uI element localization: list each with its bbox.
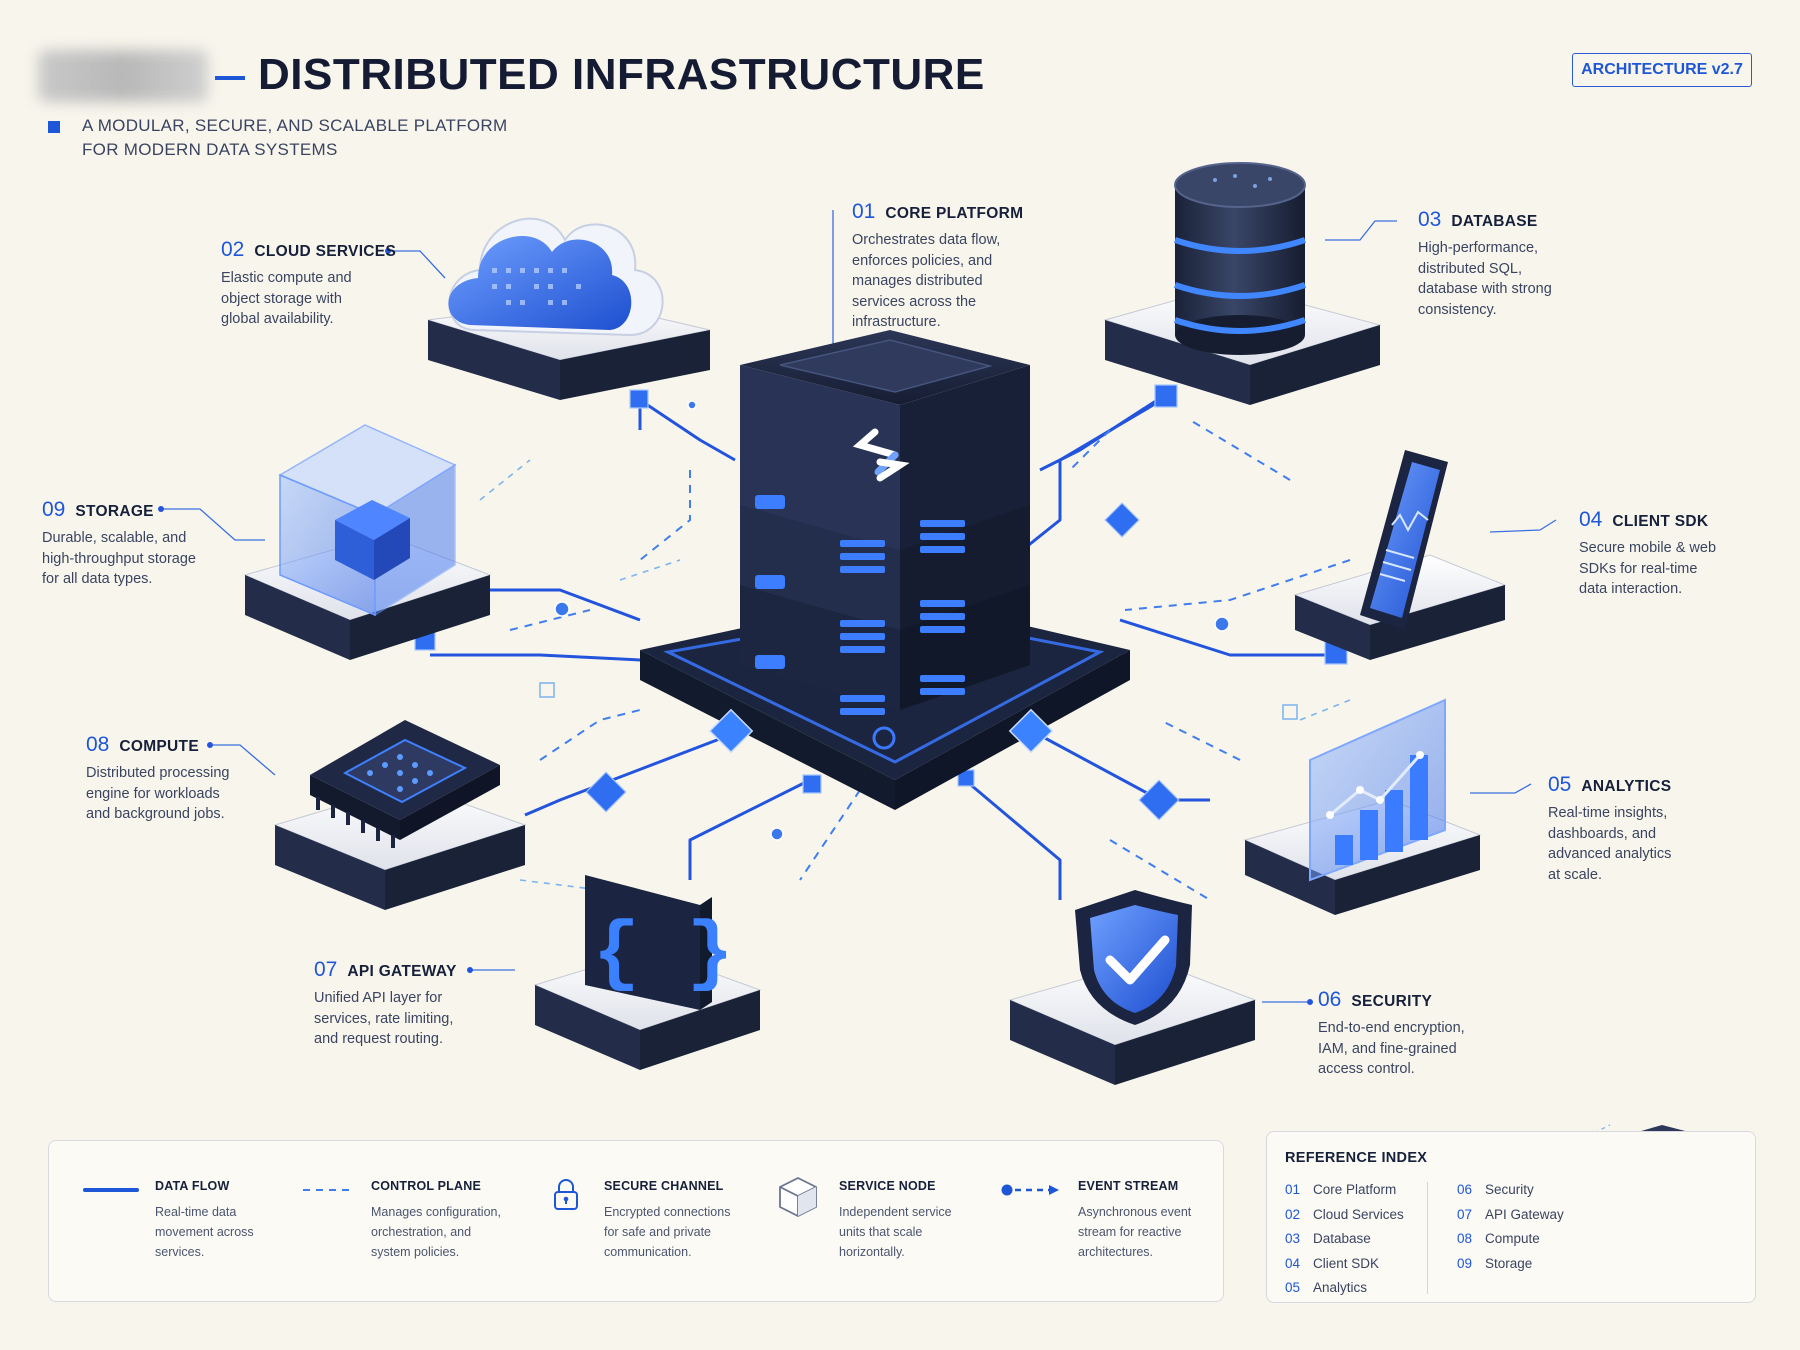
svg-text:{ }: { } [593,911,733,999]
client-sdk-node [1293,450,1507,660]
braces-icon: { } [585,875,733,1010]
cube-icon [779,1176,817,1218]
core-server-icon [852,428,910,482]
analytics-node [1243,698,1482,915]
data-flow-line-icon [83,1188,139,1192]
legend-item-control-plane: CONTROL PLANE Manages configuration, orc… [371,1179,501,1259]
security-node [1008,890,1257,1085]
title-dash [215,76,245,80]
shield-check-icon [1075,890,1192,1025]
api-gateway-node: { } [533,875,762,1070]
analytics-chart-icon [1309,698,1446,882]
lock-icon [554,1179,578,1210]
database-icon [1174,162,1306,355]
database-node [1103,162,1382,405]
reference-index-title: REFERENCE INDEX [1285,1150,1428,1166]
core-platform-node [640,330,1130,810]
page-subtitle: A MODULAR, SECURE, AND SCALABLE PLATFORM… [82,116,508,159]
control-plane-dashed-icon [303,1189,355,1191]
storage-node [243,424,492,660]
subtitle-marker [48,121,60,133]
reference-divider [1427,1182,1428,1294]
cloud-services-node [427,217,711,400]
legend-panel: DATA FLOW Real-time data movement across… [48,1140,1224,1302]
event-stream-icon [1001,1184,1059,1196]
cloud-icon [448,217,664,337]
phone-icon [1360,450,1448,630]
chip-icon [310,720,500,848]
legend-item-secure-channel: SECURE CHANNEL Encrypted connections for… [604,1179,731,1259]
compute-node [273,720,527,910]
cube-storage-icon [278,424,457,617]
legend-item-service-node: SERVICE NODE Independent service units t… [839,1179,952,1259]
brand-logo-blurred [38,50,208,102]
legend-item-event-stream: EVENT STREAM Asynchronous event stream f… [1078,1179,1192,1259]
version-badge: ARCHITECTURE v2.7 [1572,53,1752,87]
legend-item-data-flow: DATA FLOW Real-time data movement across… [155,1179,254,1259]
page-title: DISTRIBUTED INFRASTRUCTURE [258,50,985,99]
